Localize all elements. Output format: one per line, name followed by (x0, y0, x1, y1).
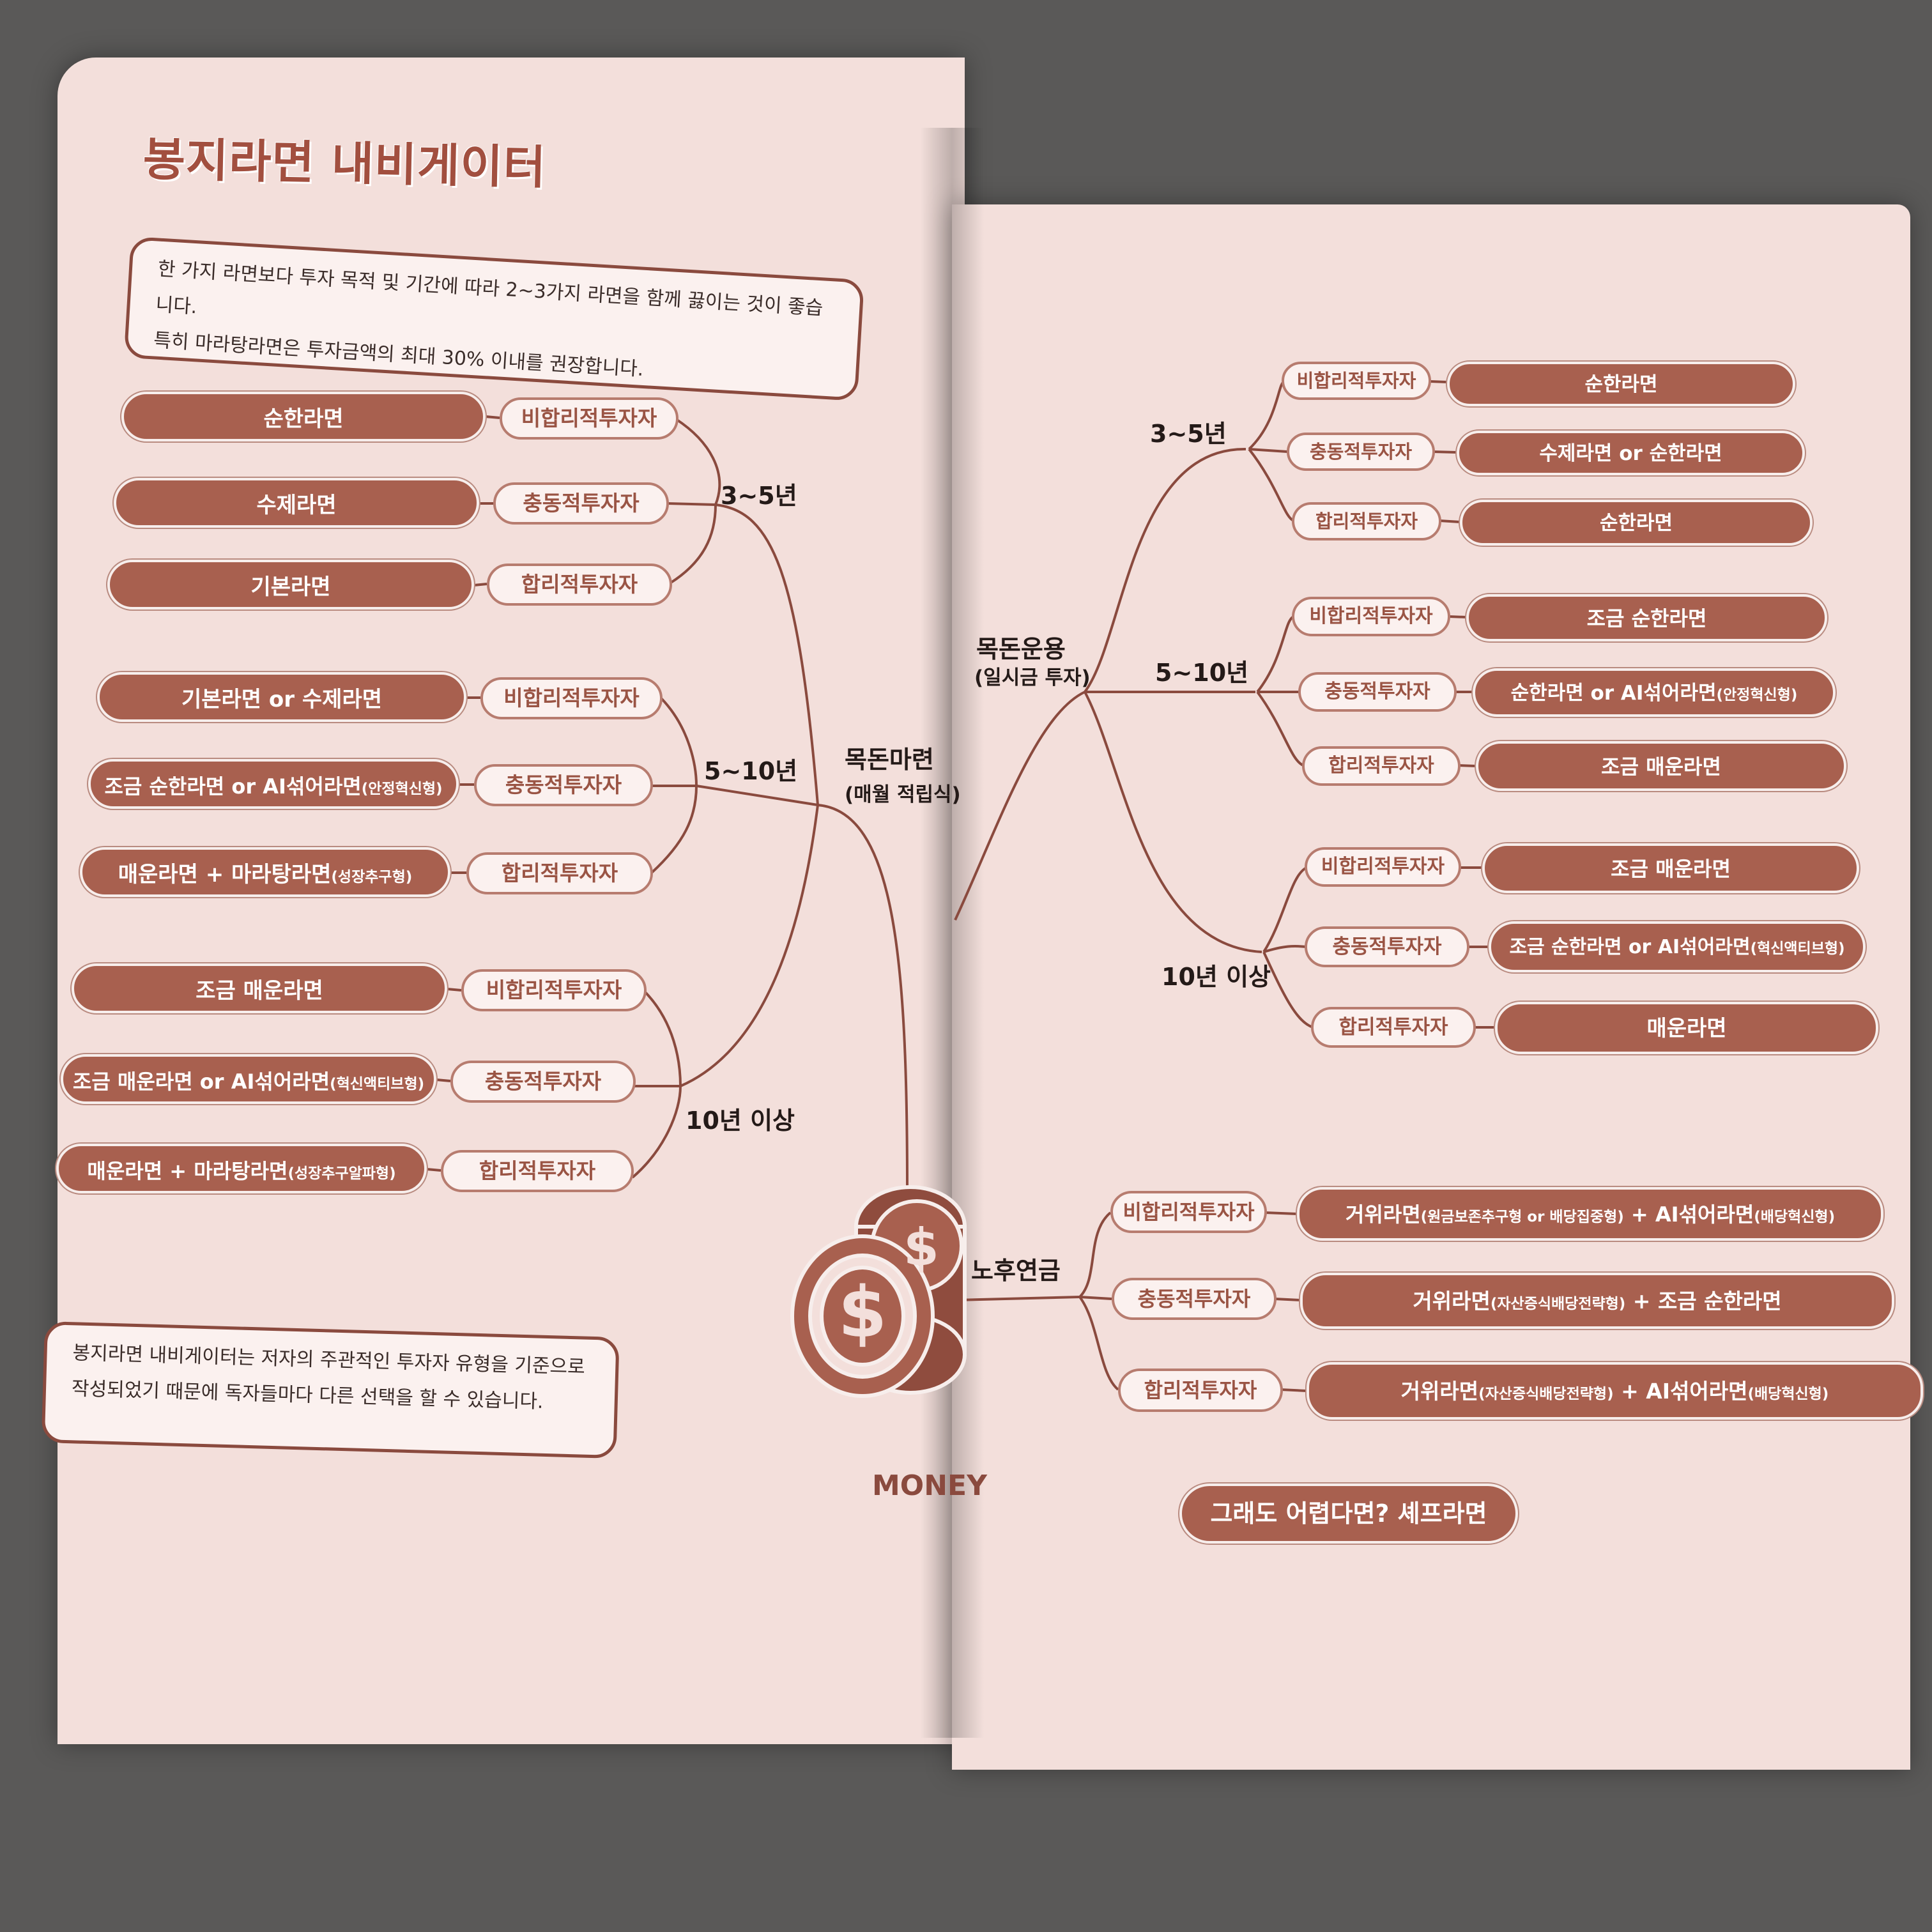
product-pill: 조금 순한라면 (1466, 594, 1827, 641)
product-pill: 매운라면 + 마라탕라면(성장추구형) (80, 847, 450, 897)
period-label: 10년 이상 (686, 1107, 795, 1135)
investor-type-tag: 충동적투자자 (1298, 672, 1457, 712)
investor-type-tag: 비합리적투자자 (1305, 847, 1461, 887)
product-pill: 매운라면 (1495, 1002, 1878, 1054)
money-label: MONEY (872, 1469, 987, 1502)
period-label: 3~5년 (1150, 420, 1227, 448)
investor-type-tag: 비합리적투자자 (1110, 1191, 1267, 1233)
period-label: 10년 이상 (1162, 963, 1271, 991)
chef-ramen-button[interactable]: 그래도 어렵다면? 셰프라면 (1179, 1483, 1518, 1544)
product-pill: 기본라면 (107, 560, 474, 610)
product-pill: 순한라면 (121, 392, 486, 441)
product-pill: 기본라면 or 수제라면 (97, 672, 466, 722)
investor-type-tag: 비합리적투자자 (1292, 597, 1450, 636)
product-pill: 조금 매운라면 (72, 963, 447, 1013)
investor-type-tag: 비합리적투자자 (480, 677, 663, 719)
investor-type-tag: 합리적투자자 (487, 564, 672, 606)
product-pill: 순한라면 (1447, 362, 1795, 406)
book-gutter (920, 128, 984, 1738)
period-label: 3~5년 (721, 482, 797, 510)
product-pill: 수제라면 or 순한라면 (1457, 431, 1805, 475)
investor-type-tag: 합리적투자자 (1118, 1368, 1283, 1412)
investor-type-tag: 합리적투자자 (1302, 746, 1460, 786)
disclaimer-note: 봉지라면 내비게이터는 저자의 주관적인 투자자 유형을 기준으로 작성되었기 … (41, 1321, 620, 1459)
product-pill: 거위라면(원금보존추구형 or 배당집중형) + AI섞어라면(배당혁신형) (1297, 1187, 1883, 1241)
branch-label-nohu-yeongeum: 노후연금 (971, 1257, 1061, 1285)
period-label: 5~10년 (1155, 659, 1249, 687)
investor-type-tag: 합리적투자자 (1292, 502, 1441, 540)
branch-label-mokdon-maryeon: 목돈마련 (845, 746, 934, 774)
investor-type-tag: 충동적투자자 (1287, 433, 1435, 471)
investor-type-tag: 합리적투자자 (1311, 1007, 1476, 1048)
svg-text:$: $ (838, 1271, 887, 1353)
branch-sub-mokdon-maryeon: (매월 적립식) (845, 783, 961, 806)
branch-sub-mokdon-unyong: (일시금 투자) (974, 666, 1091, 689)
investor-type-tag: 충동적투자자 (474, 764, 653, 806)
product-pill: 조금 순한라면 or AI섞어라면(혁신액티브형) (1489, 921, 1866, 972)
svg-text:$: $ (903, 1218, 939, 1277)
investor-type-tag: 합리적투자자 (441, 1150, 634, 1192)
product-pill: 조금 매운라면 or AI섞어라면(혁신액티브형) (61, 1054, 436, 1104)
product-pill: 거위라면(자산증식배당전략형) + AI섞어라면(배당혁신형) (1307, 1362, 1923, 1420)
product-pill: 조금 매운라면 (1476, 741, 1846, 791)
product-pill: 수제라면 (114, 478, 479, 528)
investor-type-tag: 비합리적투자자 (1282, 362, 1431, 400)
investor-type-tag: 비합리적투자자 (500, 397, 678, 440)
page-title: 봉지라면 내비게이터 (142, 132, 547, 195)
product-pill: 거위라면(자산증식배당전략형) + 조금 순한라면 (1300, 1273, 1894, 1329)
product-pill: 조금 매운라면 (1482, 843, 1859, 893)
period-label: 5~10년 (704, 757, 798, 785)
coin-stack-icon: $ $ (790, 1185, 967, 1398)
investor-type-tag: 합리적투자자 (466, 852, 653, 894)
investor-type-tag: 충동적투자자 (1112, 1278, 1276, 1320)
investor-type-tag: 충동적투자자 (493, 482, 669, 525)
investor-type-tag: 충동적투자자 (1305, 926, 1469, 967)
product-pill: 조금 순한라면 or AI섞어라면(안정혁신형) (88, 759, 459, 809)
product-pill: 매운라면 + 마라탕라면(성장추구알파형) (56, 1144, 427, 1193)
product-pill: 순한라면 or AI섞어라면(안정혁신형) (1473, 668, 1836, 717)
branch-label-mokdon-unyong: 목돈운용 (976, 635, 1066, 663)
product-pill: 순한라면 (1460, 500, 1813, 546)
investor-type-tag: 비합리적투자자 (461, 969, 647, 1011)
investor-type-tag: 충동적투자자 (450, 1061, 636, 1103)
